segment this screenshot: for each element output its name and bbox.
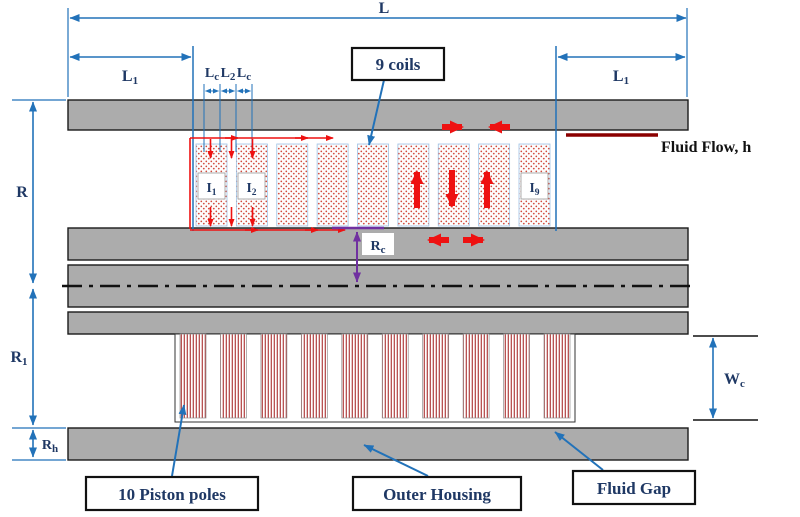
current-label-i9: I9 xyxy=(529,180,539,198)
coils-callout-arrow xyxy=(367,79,385,146)
dim-label-L1-left: L1 xyxy=(122,68,138,87)
coil-block xyxy=(478,143,511,227)
piston-poles-callout-arrow xyxy=(171,404,187,477)
current-label-box-i1 xyxy=(197,172,226,200)
current-label-box-i9 xyxy=(520,172,549,200)
fluid-flow-label: Fluid Flow, h xyxy=(661,139,751,156)
dim-label-lc-2: Lc xyxy=(237,66,251,83)
piston-poles-callout-label: 10 Piston poles xyxy=(118,485,226,504)
current-label-box-i2 xyxy=(237,172,266,200)
piston-pole-block xyxy=(503,333,530,419)
outer-housing-bottom-bar xyxy=(67,427,689,461)
dim-label-rc: Rc xyxy=(370,239,385,256)
dim-label-L1-right: L1 xyxy=(613,68,629,87)
piston-pole-block xyxy=(341,333,369,419)
dim-label-Wc: Wc xyxy=(724,371,745,390)
coil-block xyxy=(397,143,430,227)
fluid-gap-callout-box xyxy=(571,469,697,506)
dim-label-l2: L2 xyxy=(221,66,236,83)
coil-block xyxy=(357,143,389,227)
dim-label-L: L xyxy=(379,0,390,17)
piston-pole-blocks xyxy=(179,333,571,419)
piston-pole-block xyxy=(381,333,409,419)
current-label-i2: I2 xyxy=(246,180,256,198)
dim-label-lc-1: Lc xyxy=(205,66,219,83)
coils-callout-box xyxy=(350,46,446,82)
outer-housing-callout-label: Outer Housing xyxy=(383,485,491,504)
dim-label-R1: R1 xyxy=(10,349,27,368)
current-label-i1: I1 xyxy=(206,180,216,198)
piston-pole-block xyxy=(462,333,490,419)
piston-pole-block xyxy=(260,333,288,419)
dim-label-R: R xyxy=(16,184,28,201)
fluid-gap-callout-label: Fluid Gap xyxy=(597,479,671,498)
piston-pole-block xyxy=(220,333,247,419)
coil-block xyxy=(316,143,349,227)
outer-housing-callout-box xyxy=(351,475,523,512)
piston-pole-block xyxy=(543,333,571,419)
piston-pole-block xyxy=(300,333,328,419)
coils-callout-label: 9 coils xyxy=(376,55,421,74)
dim-label-Rh: Rh xyxy=(42,438,58,455)
fluid-gap-callout-arrow xyxy=(554,431,604,471)
piston-core-bar-lower xyxy=(67,311,689,335)
rc-label-bg xyxy=(362,233,394,255)
piston-pole-block xyxy=(422,333,450,419)
piston-poles-callout-box xyxy=(84,475,260,512)
piston-pole-block xyxy=(179,333,207,419)
outer-housing-callout-arrow xyxy=(363,444,429,477)
coil-block xyxy=(276,143,309,227)
